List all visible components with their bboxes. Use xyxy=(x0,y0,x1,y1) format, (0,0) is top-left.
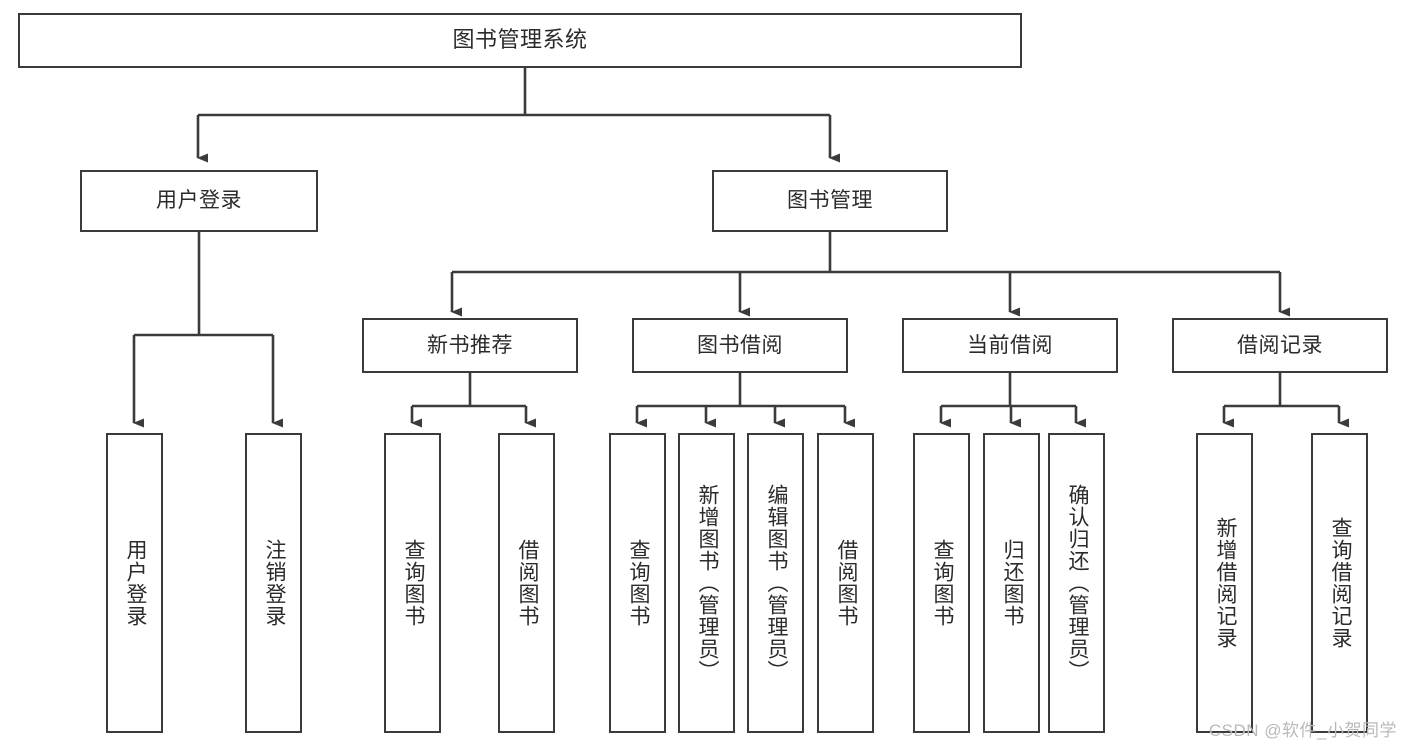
node-book-borrow-label: 图书借阅 xyxy=(697,333,783,357)
node-leaf-borrow-edit-book[interactable]: 编辑图书（管理员） xyxy=(747,433,804,733)
node-leaf-record-add[interactable]: 新增借阅记录 xyxy=(1196,433,1253,733)
node-root[interactable]: 图书管理系统 xyxy=(18,13,1022,68)
node-leaf-recommend-query-book[interactable]: 查询图书 xyxy=(384,433,441,733)
node-leaf-user-logout[interactable]: 注销登录 xyxy=(245,433,302,733)
node-leaf-recommend-query-book-label: 查询图书 xyxy=(401,539,425,627)
node-leaf-borrow-add-book[interactable]: 新增图书（管理员） xyxy=(678,433,735,733)
node-user-login-label: 用户登录 xyxy=(156,189,242,213)
node-new-book-recommend[interactable]: 新书推荐 xyxy=(362,318,578,373)
node-leaf-current-return-book-label: 归还图书 xyxy=(1000,539,1024,627)
node-book-manage[interactable]: 图书管理 xyxy=(712,170,948,232)
node-borrow-record[interactable]: 借阅记录 xyxy=(1172,318,1388,373)
node-leaf-current-confirm-return-label: 确认归还（管理员） xyxy=(1065,484,1089,682)
node-leaf-current-return-book[interactable]: 归还图书 xyxy=(983,433,1040,733)
node-leaf-current-confirm-return[interactable]: 确认归还（管理员） xyxy=(1048,433,1105,733)
watermark: CSDN @软件_小贺同学 xyxy=(1208,721,1397,740)
node-root-label: 图书管理系统 xyxy=(452,27,588,53)
node-leaf-user-login-label: 用户登录 xyxy=(123,539,147,627)
node-user-login[interactable]: 用户登录 xyxy=(80,170,318,232)
node-leaf-borrow-borrow-book[interactable]: 借阅图书 xyxy=(817,433,874,733)
node-leaf-user-login[interactable]: 用户登录 xyxy=(106,433,163,733)
node-current-borrow[interactable]: 当前借阅 xyxy=(902,318,1118,373)
node-leaf-record-query-label: 查询借阅记录 xyxy=(1328,517,1352,649)
node-leaf-borrow-edit-book-label: 编辑图书（管理员） xyxy=(764,484,788,682)
node-borrow-record-label: 借阅记录 xyxy=(1237,333,1323,357)
node-book-manage-label: 图书管理 xyxy=(787,189,873,213)
node-leaf-user-logout-label: 注销登录 xyxy=(262,539,286,627)
node-leaf-borrow-borrow-book-label: 借阅图书 xyxy=(834,539,858,627)
node-leaf-current-query-book[interactable]: 查询图书 xyxy=(913,433,970,733)
node-leaf-record-query[interactable]: 查询借阅记录 xyxy=(1311,433,1368,733)
node-book-borrow[interactable]: 图书借阅 xyxy=(632,318,848,373)
node-leaf-recommend-borrow-book-label: 借阅图书 xyxy=(515,539,539,627)
node-current-borrow-label: 当前借阅 xyxy=(967,333,1053,357)
node-leaf-borrow-query-book[interactable]: 查询图书 xyxy=(609,433,666,733)
node-leaf-current-query-book-label: 查询图书 xyxy=(930,539,954,627)
node-leaf-recommend-borrow-book[interactable]: 借阅图书 xyxy=(498,433,555,733)
node-leaf-record-add-label: 新增借阅记录 xyxy=(1213,517,1237,649)
node-new-book-recommend-label: 新书推荐 xyxy=(427,333,513,357)
node-leaf-borrow-query-book-label: 查询图书 xyxy=(626,539,650,627)
node-leaf-borrow-add-book-label: 新增图书（管理员） xyxy=(695,484,719,682)
